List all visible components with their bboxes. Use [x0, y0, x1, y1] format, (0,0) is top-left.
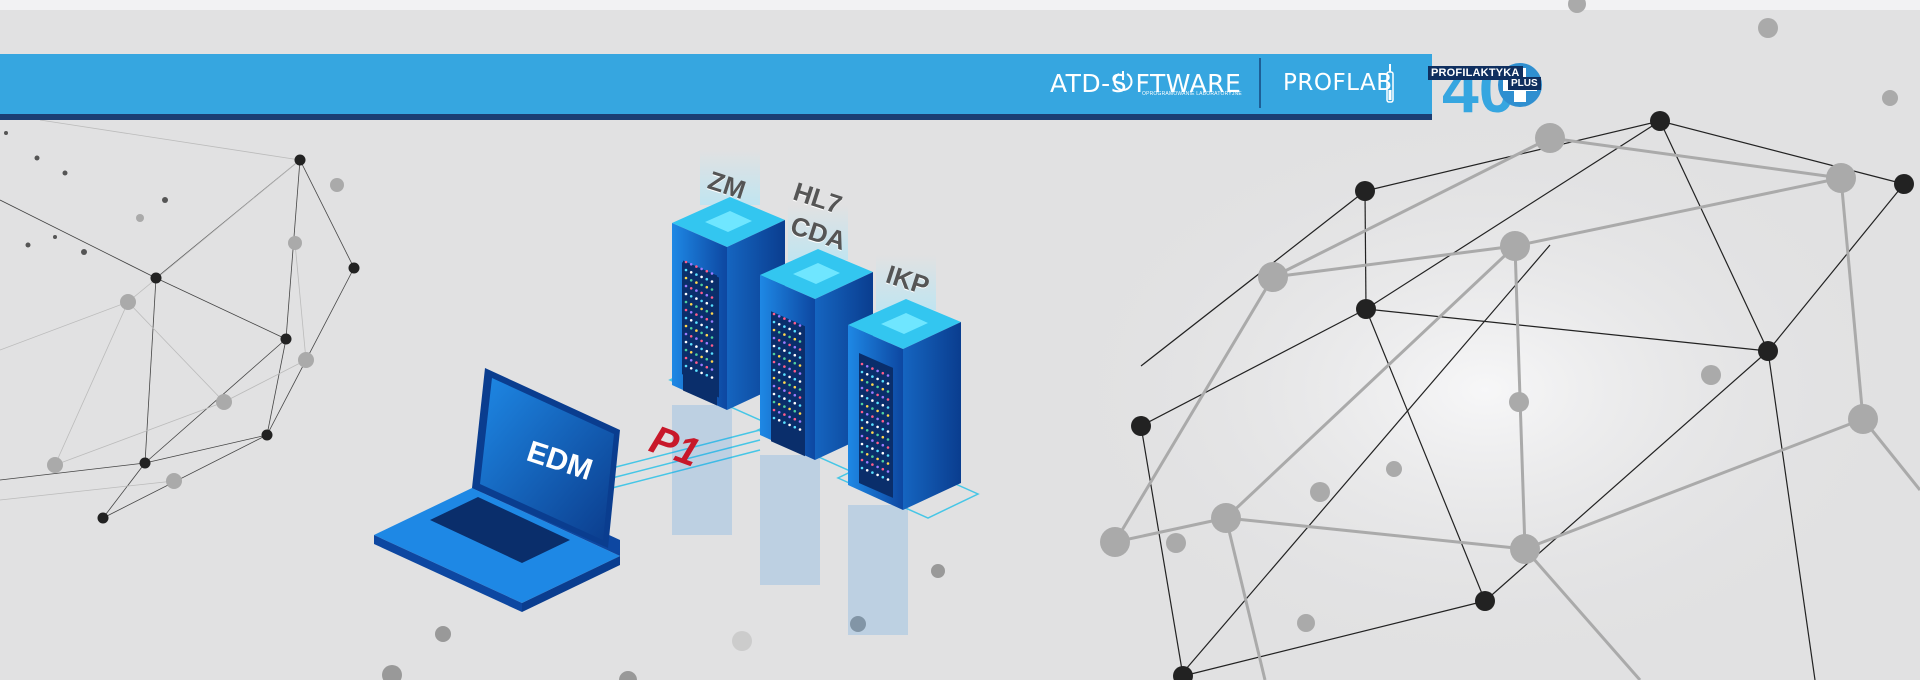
- power-icon: [1113, 71, 1133, 91]
- header-banner-underline: [0, 114, 1432, 120]
- badge-plus: PLUS: [1508, 77, 1541, 90]
- laptop: [374, 368, 620, 612]
- badge-title: PROFILAKTYKA: [1428, 66, 1523, 80]
- pipette-icon: [1386, 64, 1394, 103]
- atd-software-tagline: OPROGRAMOWANIE LABORATORYJNE: [1142, 91, 1242, 97]
- proflab-logo: PROFLAB: [1283, 70, 1393, 96]
- top-strip: [0, 0, 1920, 10]
- header-banner: [0, 54, 1432, 114]
- logo-separator: [1259, 58, 1261, 108]
- atd-software-logo: ATD-S FTWARE: [1050, 69, 1242, 98]
- server-leds: [684, 260, 890, 481]
